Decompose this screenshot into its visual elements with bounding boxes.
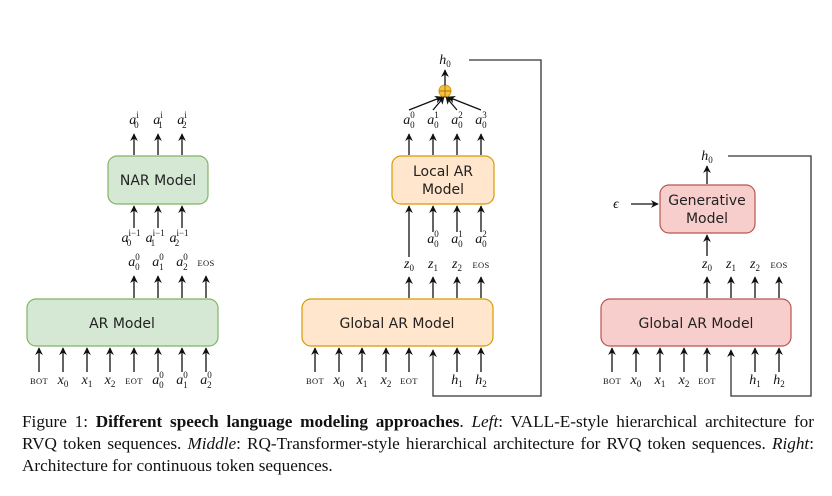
right-global-input-token: h2	[773, 373, 785, 389]
to-sum-arrow	[408, 95, 443, 111]
caption-left-text: : VALL-E-style hierarchical architecture…	[22, 412, 814, 453]
caption-right-text: : Architecture for continuous token sequ…	[22, 434, 814, 475]
global-output-token: EOS	[473, 260, 490, 270]
middle-panel: Local AR Model Global AR Model BOT x0 x1 x2…	[301, 53, 542, 397]
right-global-input-token: x1	[654, 373, 666, 389]
local-ar-model-label-line1: Local AR	[413, 164, 473, 180]
caption-left-tag: Left	[471, 412, 499, 431]
generative-model-label-line2: Model	[686, 211, 728, 227]
global-input-token: x0	[333, 373, 345, 389]
nar-model-box	[107, 155, 209, 205]
left-arrows	[35, 133, 210, 372]
caption-prefix: Figure 1:	[22, 412, 96, 431]
caption-middle-tag: Middle	[187, 434, 237, 453]
ar-output-token: EOS	[198, 258, 215, 268]
generative-model-box	[659, 184, 756, 234]
ar-input-token: x2	[104, 373, 116, 389]
right-global-input-token: x2	[678, 373, 690, 389]
right-global-ar-model-box	[600, 298, 792, 347]
right-global-ar-model-label: Global AR Model	[639, 316, 754, 332]
caption-title: Different speech language modeling appro…	[95, 412, 460, 431]
ar-input-token: EOT	[125, 376, 143, 386]
right-token-labels: BOT x0 x1 x2 EOT h1 h2 z0 z1 z2 EOS h0	[603, 149, 787, 389]
middle-h0-output-token: h0	[439, 53, 451, 69]
middle-feedback-loop-line	[429, 59, 542, 397]
nar-model-label: NAR Model	[120, 173, 196, 189]
global-input-token: BOT	[306, 376, 324, 386]
right-panel: Generative Model Global AR Model ϵ BOT x0…	[600, 149, 812, 397]
global-input-token: EOT	[400, 376, 418, 386]
global-input-token: h2	[475, 373, 487, 389]
right-h0-output-token: h0	[701, 149, 713, 165]
to-sum-arrow	[432, 96, 445, 111]
right-arrows	[608, 165, 783, 372]
right-global-input-token: BOT	[603, 376, 621, 386]
local-ar-model-label-line2: Model	[422, 182, 464, 198]
figure-caption: Figure 1: Different speech language mode…	[22, 411, 814, 477]
caption-right-tag: Right	[771, 434, 810, 453]
local-ar-model-box	[391, 155, 495, 205]
global-input-token: h1	[451, 373, 463, 389]
right-global-output-token: z0	[701, 257, 712, 273]
global-input-token: x2	[380, 373, 392, 389]
right-global-input-token: x0	[630, 373, 642, 389]
right-global-output-token: z1	[725, 257, 736, 273]
caption-middle-text: : RQ-Transformer-style hierarchical arch…	[236, 434, 772, 453]
right-global-output-token: EOS	[771, 260, 788, 270]
right-feedback-loop-line	[727, 155, 812, 397]
ar-input-token: BOT	[30, 376, 48, 386]
noise-epsilon-label: ϵ	[613, 197, 620, 212]
global-output-token: z0	[403, 257, 414, 273]
right-global-output-token: z2	[749, 257, 760, 273]
global-output-token: z1	[427, 257, 438, 273]
global-input-token: x1	[356, 373, 368, 389]
generative-model-label-line1: Generative	[668, 193, 746, 209]
caption-after-title: .	[459, 412, 472, 431]
ar-model-label: AR Model	[89, 316, 155, 332]
global-output-token: z2	[451, 257, 462, 273]
middle-arrows	[311, 69, 485, 372]
right-global-input-token: EOT	[698, 376, 716, 386]
ar-input-token: x0	[57, 373, 69, 389]
ar-input-token: x1	[81, 373, 93, 389]
ar-model-box	[26, 298, 219, 347]
to-sum-arrow	[447, 95, 482, 111]
middle-global-ar-model-label: Global AR Model	[340, 316, 455, 332]
middle-global-ar-model-box	[301, 298, 494, 347]
right-global-input-token: h1	[749, 373, 761, 389]
